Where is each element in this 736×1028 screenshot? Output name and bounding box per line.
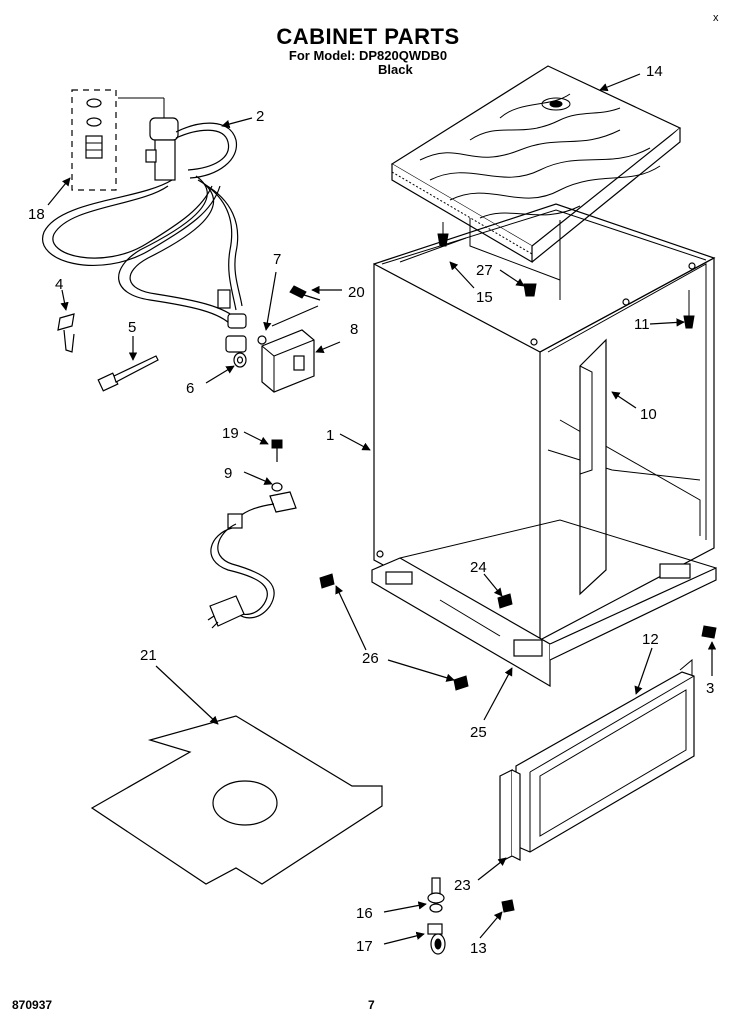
callout-8: 8	[350, 321, 358, 338]
callout-11: 11	[634, 316, 650, 333]
part-2-hose-assembly	[42, 97, 247, 353]
part-8-bracket	[261, 305, 319, 393]
callout-12: 12	[642, 631, 659, 648]
part-26-screw-right	[453, 675, 469, 691]
part-16-leveler	[427, 877, 445, 913]
part-25-screw	[497, 593, 513, 609]
part-14-wood-top	[390, 65, 682, 264]
part-3-screw	[701, 625, 717, 639]
part-15-screw	[437, 222, 449, 247]
page-title: CABINET PARTS	[276, 24, 460, 49]
part-4-clip	[57, 313, 75, 353]
cabinet-base	[371, 519, 717, 688]
part-21-screw	[289, 285, 321, 301]
callout-20: 21	[140, 647, 157, 664]
callout-13: 13	[470, 940, 487, 957]
callout-2: 2	[256, 108, 264, 125]
callout-5: 5	[128, 319, 136, 336]
part-26-screw-left	[319, 573, 335, 589]
callout-26: 26	[362, 650, 379, 667]
part-23-trim	[499, 769, 521, 863]
callout-19: 19	[222, 425, 239, 442]
page-number: 7	[368, 998, 375, 1012]
part-6-washer	[233, 352, 247, 368]
callout-6: 6	[186, 380, 194, 397]
callout-17: 17	[356, 938, 373, 955]
callout-16: 16	[356, 905, 373, 922]
callout-9: 9	[224, 465, 232, 482]
part-20-pad	[90, 715, 383, 885]
callout-15: 15	[476, 289, 493, 306]
part-7-washer	[257, 335, 267, 345]
callout-18: 18	[28, 206, 45, 223]
callout-3: 3	[706, 680, 714, 697]
callout-1: 1	[326, 427, 334, 444]
part-9-power-cord	[207, 482, 297, 629]
leader-lines	[47, 73, 717, 945]
callout-25: 24	[470, 559, 487, 576]
part-11-screw	[683, 290, 695, 329]
model-line: For Model: DP820QWDB0	[288, 48, 448, 63]
callout-10: 10	[640, 406, 657, 423]
corner-mark: x	[713, 12, 719, 24]
part-18-fitting-kit	[71, 89, 117, 191]
part-19-screw	[271, 439, 283, 462]
callout-4: 4	[55, 276, 63, 293]
part-13-screw	[501, 899, 515, 913]
part-5-cable-tie	[97, 355, 159, 392]
drawing-code: 870937	[12, 998, 53, 1012]
callout-14: 14	[646, 63, 663, 80]
callout-7: 7	[273, 251, 281, 268]
part-17-caster	[427, 923, 446, 955]
callout-labels: 2 18 4 5 6 7 8 20 19 9 1 10 11 14 15 27 …	[28, 63, 714, 957]
part-1-cabinet	[373, 203, 716, 652]
callout-24: 25	[470, 724, 487, 741]
part-12-toe-panel	[515, 658, 695, 853]
callout-23: 23	[454, 877, 471, 894]
color-label: Black	[378, 62, 413, 77]
part-27-screw	[523, 283, 537, 297]
part-10-side-panel	[579, 338, 607, 596]
callout-27: 27	[476, 262, 493, 279]
callout-21: 20	[348, 284, 365, 301]
